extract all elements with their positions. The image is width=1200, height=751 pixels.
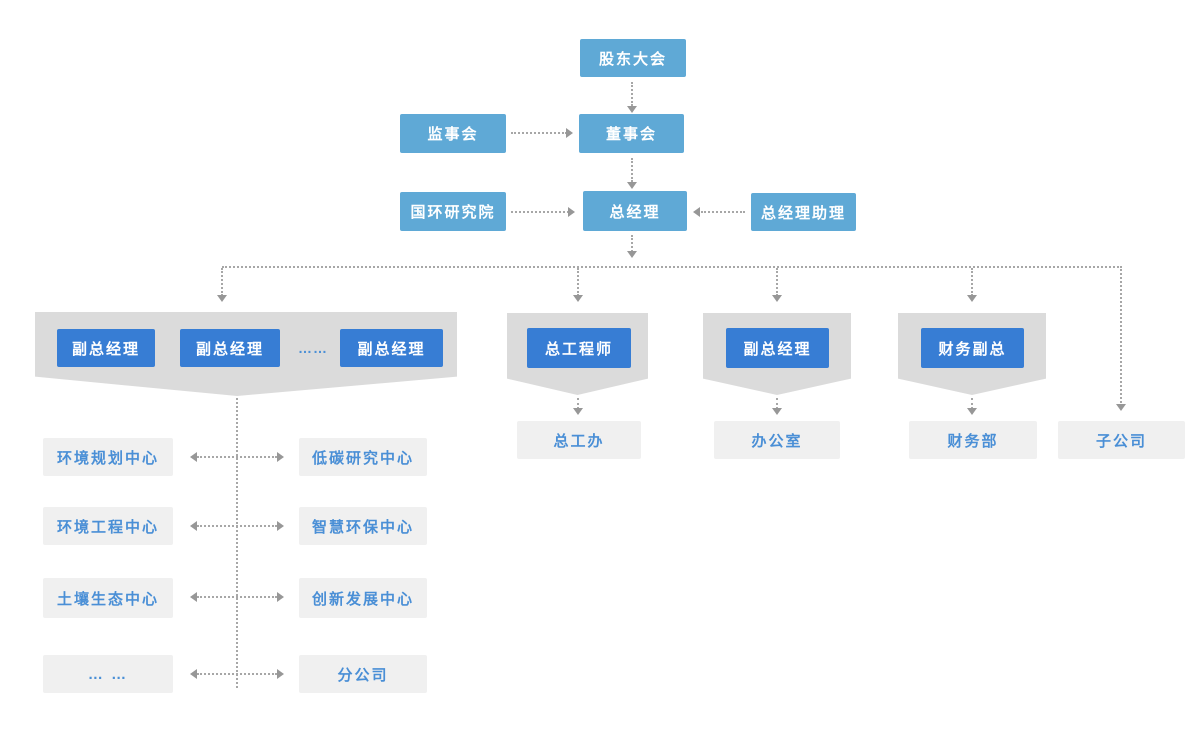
arrow-left-icon [190, 669, 197, 679]
connector-line [971, 268, 973, 296]
arrow-left-icon [693, 207, 700, 217]
connector-line [221, 268, 223, 296]
node-board-of-directors: 董事会 [579, 114, 684, 153]
node-smart-env-center: 智慧环保中心 [299, 507, 427, 545]
node-gm-assistant: 总经理助理 [751, 193, 856, 231]
arrow-down-icon [217, 295, 227, 302]
connector-line [776, 398, 778, 409]
node-subsidiary: 子公司 [1058, 421, 1185, 459]
connector-line [197, 596, 277, 598]
arrow-left-icon [190, 452, 197, 462]
connector-line [197, 456, 277, 458]
node-deputy-gm-1: 副总经理 [57, 329, 155, 367]
deputy-gm-ellipsis: …… [298, 340, 328, 356]
node-deputy-gm-3: 副总经理 [340, 329, 443, 367]
arrow-left-icon [190, 521, 197, 531]
node-chief-engineer: 总工程师 [527, 328, 631, 368]
connector-spine-line [236, 398, 238, 688]
node-env-planning-center: 环境规划中心 [43, 438, 173, 476]
arrow-right-icon [277, 521, 284, 531]
node-general-office: 办公室 [714, 421, 840, 459]
connector-line [1120, 266, 1122, 406]
node-soil-ecology-center: 土壤生态中心 [43, 578, 173, 618]
connector-line [631, 235, 633, 252]
connector-line [511, 211, 569, 213]
node-finance-vp: 财务副总 [921, 328, 1024, 368]
connector-line [776, 268, 778, 296]
arrow-down-icon [573, 408, 583, 415]
arrow-down-icon [627, 182, 637, 189]
node-deputy-gm-admin: 副总经理 [726, 328, 829, 368]
node-deputy-gm-2: 副总经理 [180, 329, 280, 367]
node-supervisory-board: 监事会 [400, 114, 506, 153]
node-more-centers-ellipsis: … … [43, 655, 173, 693]
node-finance-department: 财务部 [909, 421, 1037, 459]
arrow-right-icon [568, 207, 575, 217]
connector-line [631, 158, 633, 182]
connector-line [701, 211, 745, 213]
arrow-down-icon [967, 295, 977, 302]
node-chief-engineer-office: 总工办 [517, 421, 641, 459]
arrow-down-icon [1116, 404, 1126, 411]
arrow-down-icon [627, 251, 637, 258]
node-shareholders-meeting: 股东大会 [580, 39, 686, 77]
node-branch-company: 分公司 [299, 655, 427, 693]
arrow-down-icon [772, 408, 782, 415]
connector-line [577, 398, 579, 409]
arrow-right-icon [277, 452, 284, 462]
arrow-down-icon [627, 106, 637, 113]
arrow-right-icon [566, 128, 573, 138]
arrow-right-icon [277, 669, 284, 679]
arrow-left-icon [190, 592, 197, 602]
connector-line [631, 82, 633, 106]
arrow-down-icon [772, 295, 782, 302]
connector-line [971, 398, 973, 409]
node-research-institute: 国环研究院 [400, 192, 506, 231]
node-general-manager: 总经理 [583, 191, 687, 231]
arrow-down-icon [573, 295, 583, 302]
connector-line [577, 268, 579, 296]
connector-line [511, 132, 567, 134]
node-low-carbon-research-center: 低碳研究中心 [299, 438, 427, 476]
node-env-engineering-center: 环境工程中心 [43, 507, 173, 545]
arrow-right-icon [277, 592, 284, 602]
connector-bus-line [222, 266, 1122, 268]
connector-line [197, 525, 277, 527]
arrow-down-icon [967, 408, 977, 415]
node-innovation-dev-center: 创新发展中心 [299, 578, 427, 618]
connector-line [197, 673, 277, 675]
